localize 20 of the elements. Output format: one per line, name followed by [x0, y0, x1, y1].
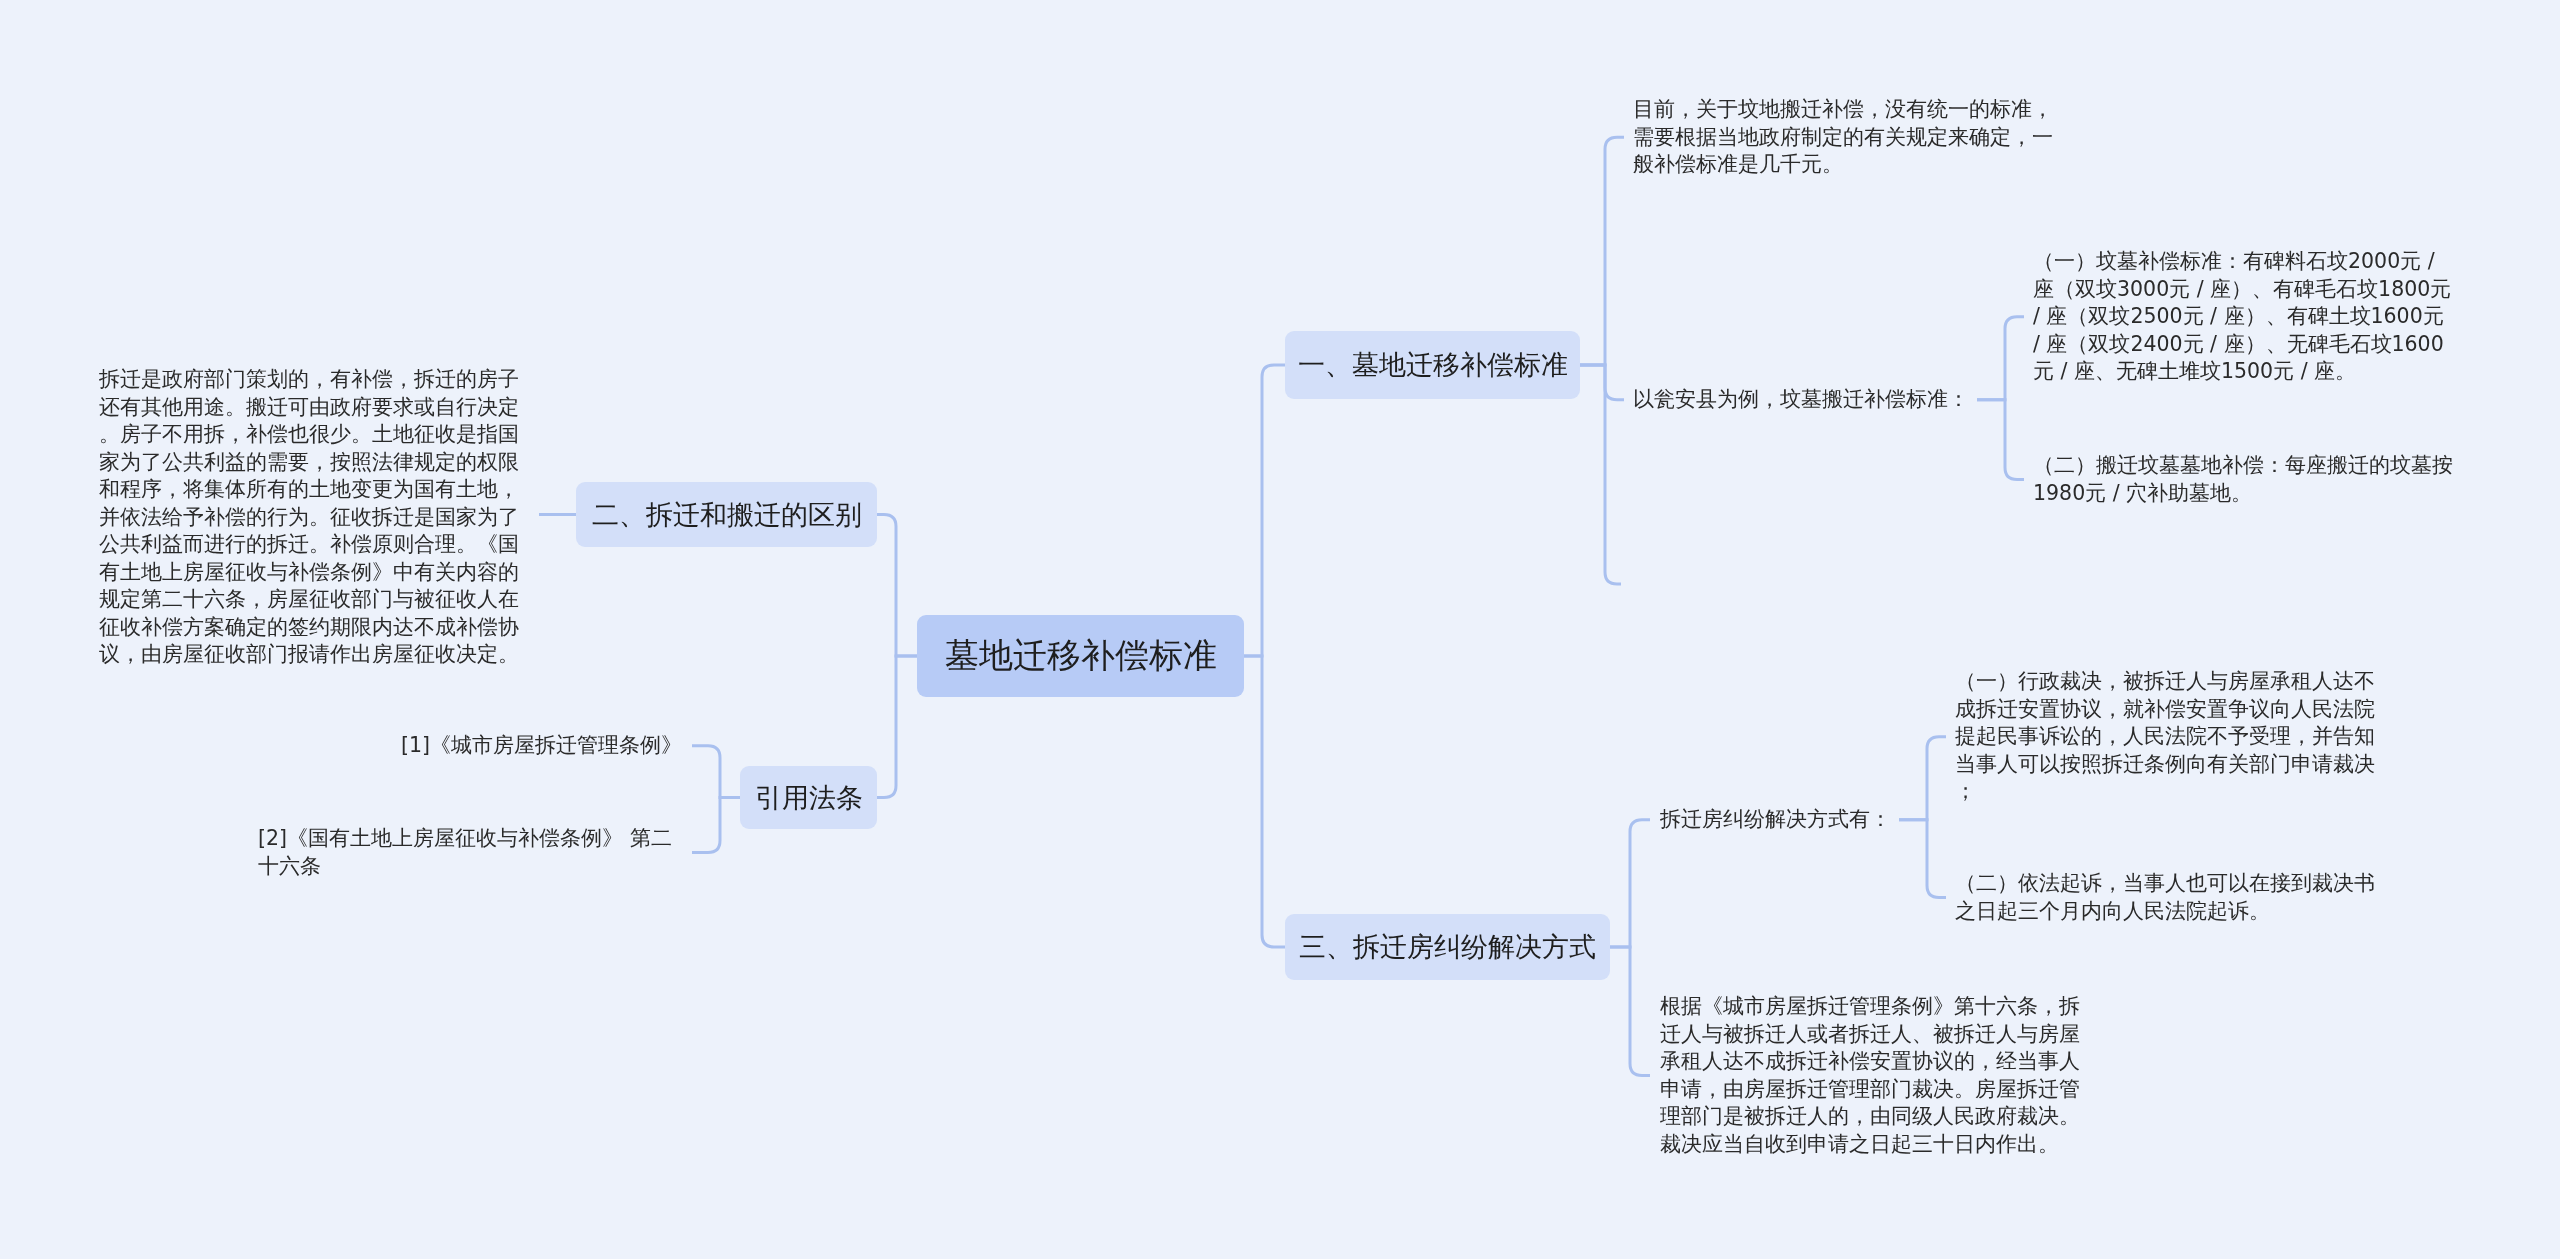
note-text: 拆迁房纠纷解决方式有： [1650, 806, 1899, 834]
topic-box: 二、拆迁和搬迁的区别 [576, 482, 877, 547]
connector-line [1244, 654, 1285, 949]
note-text: 目前，关于坟地搬迁补偿，没有统一的标准，需要根据当地政府制定的有关规定来确定，一般补偿标准是几千元。 [1624, 96, 2065, 179]
connector-line [1580, 363, 1621, 586]
note-text: （二）搬迁坟墓墓地补偿：每座搬迁的坟墓按1980元 / 穴补助墓地。 [2024, 452, 2465, 507]
note-text: （一）坟墓补偿标准：有碑料石坟2000元 / 座（双坟3000元 / 座）、有碑毛石坟1800元 / 座（双坟2500元 / 座）、有碑土坟1600元 / 座（双坟2400元 / 座）、无碑毛石坟1600元 / 座、无碑土堆坟1500元 / 座。 [2024, 248, 2457, 386]
topic-box: 三、拆迁房纠纷解决方式 [1285, 914, 1610, 980]
note-text: （一）行政裁决，被拆迁人与房屋承租人达不成拆迁安置协议，就补偿安置争议向人民法院提起民事诉讼的，人民法院不予受理，并告知当事人可以按照拆迁条例向有关部门申请裁决； [1946, 668, 2387, 806]
central-topic: 墓地迁移补偿标准 [917, 615, 1244, 697]
note-text: 拆迁是政府部门策划的，有补偿，拆迁的房子还有其他用途。搬迁可由政府要求或自行决定。房子不用拆，补偿也很少。土地征收是指国家为了公共利益的需要，按照法律规定的权限和程序，将集体所有的土地变更为国有土地，并依法给予补偿的行为。征收拆迁是国家为了公共利益而进行的拆迁。补偿原则合理。《国有土地上房屋征收与补偿条例》中有关内容的规定第二十六条，房屋征收部门与被征收人在征收补偿方案确定的签约期限内达不成补偿协议，由房屋征收部门报请作出房屋征收决定。 [99, 366, 539, 669]
note-text: [2]《国有土地上房屋征收与补偿条例》 第二十六条 [258, 825, 692, 880]
note-text: （二）依法起诉，当事人也可以在接到裁决书之日起三个月内向人民法院起诉。 [1946, 870, 2387, 925]
topic-box: 引用法条 [740, 766, 877, 829]
note-text: 根据《城市房屋拆迁管理条例》第十六条，拆迁人与被拆迁人或者拆迁人、被拆迁人与房屋承租人达不成拆迁补偿安置协议的，经当事人申请，由房屋拆迁管理部门裁决。房屋拆迁管理部门是被拆迁人的，由同级人民政府裁决。裁决应当自收到申请之日起三十日内作出。 [1650, 993, 2092, 1158]
note-text: 以瓮安县为例，坟墓搬迁补偿标准： [1624, 386, 1977, 414]
note-text: [1]《城市房屋拆迁管理条例》 [400, 732, 692, 760]
connector-line [877, 654, 917, 799]
connector-line [539, 513, 576, 516]
topic-box: 一、墓地迁移补偿标准 [1285, 331, 1580, 399]
